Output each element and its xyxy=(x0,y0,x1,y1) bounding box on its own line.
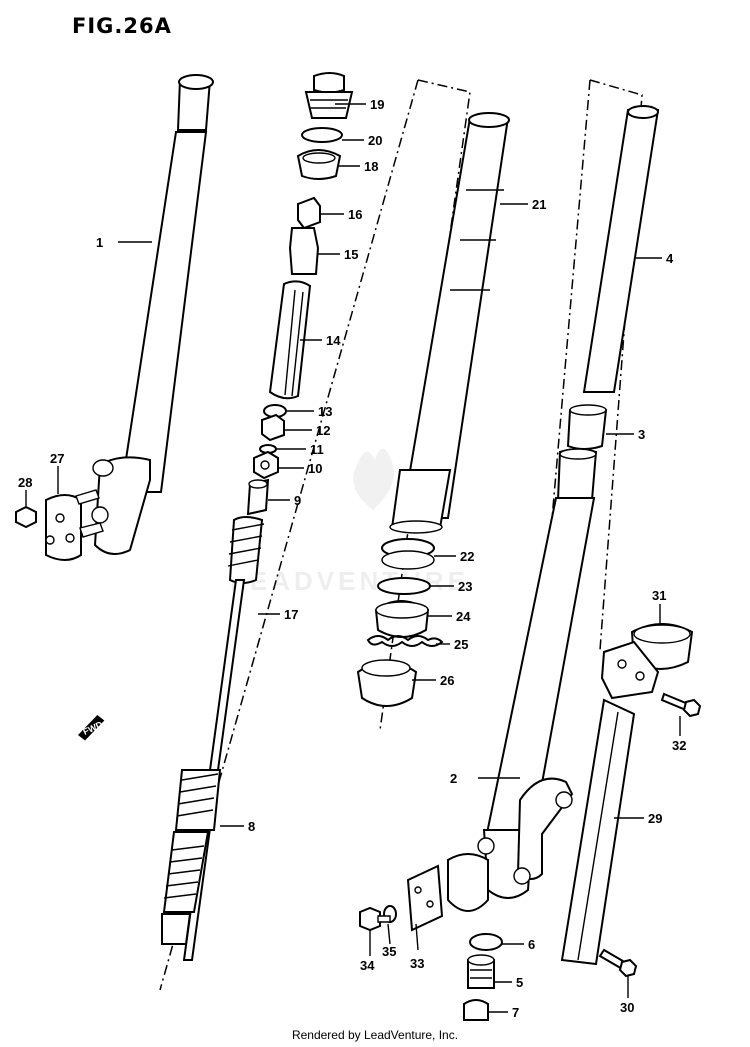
part-24-oil-seal xyxy=(374,600,430,638)
callout-11: 11 xyxy=(310,442,324,457)
callout-17: 17 xyxy=(284,607,298,622)
part-23-washer xyxy=(377,577,431,595)
part-21-inner-tube xyxy=(389,112,510,534)
callout-33: 33 xyxy=(410,956,424,971)
watermark: LEADVENTURE xyxy=(230,448,469,596)
part-4-inner-tube xyxy=(582,105,660,393)
part-25-stopper-ring xyxy=(366,635,444,647)
callout-4: 4 xyxy=(666,251,674,266)
part-32-bolt xyxy=(660,692,702,718)
callout-32: 32 xyxy=(672,738,686,753)
callout-31: 31 xyxy=(652,588,666,603)
callout-27: 27 xyxy=(50,451,64,466)
footer-credit: Rendered by LeadVenture, Inc. xyxy=(291,1028,459,1042)
callout-2: 2 xyxy=(450,771,457,786)
part-8-rebound-spring xyxy=(161,769,222,945)
leader-lines xyxy=(25,103,681,1013)
part-22-bushing xyxy=(381,538,435,570)
callout-16: 16 xyxy=(348,207,362,222)
callout-28: 28 xyxy=(18,475,32,490)
callout-30: 30 xyxy=(620,1000,634,1015)
part-10-nut xyxy=(253,450,279,480)
part-2-outer-tube xyxy=(447,448,598,912)
callout-5: 5 xyxy=(516,975,523,990)
part-16-nut xyxy=(297,196,321,230)
callout-7: 7 xyxy=(512,1005,519,1020)
callout-labels: 1 2 3 4 5 6 7 8 9 10 11 12 13 14 15 16 1… xyxy=(18,97,686,1020)
part-28-bolt xyxy=(15,505,37,529)
part-33-plate xyxy=(406,864,444,932)
callout-26: 26 xyxy=(440,673,454,688)
callout-22: 22 xyxy=(460,549,474,564)
callout-19: 19 xyxy=(370,97,384,112)
part-30-bolt xyxy=(598,948,638,978)
callout-3: 3 xyxy=(638,427,645,442)
part-14-spacer xyxy=(268,280,312,400)
part-5-drain-bolt xyxy=(467,954,495,989)
part-26-dust-seal xyxy=(356,659,418,707)
callout-13: 13 xyxy=(318,404,332,419)
callout-10: 10 xyxy=(308,461,322,476)
watermark-text: LEADVENTURE xyxy=(230,566,469,596)
part-9-valve xyxy=(246,478,270,516)
callout-9: 9 xyxy=(294,493,301,508)
part-1-outer-tube xyxy=(45,74,214,561)
part-18-washer xyxy=(296,149,342,180)
callout-23: 23 xyxy=(458,579,472,594)
callout-14: 14 xyxy=(326,333,341,348)
callout-34: 34 xyxy=(360,958,375,973)
callout-25: 25 xyxy=(454,637,468,652)
part-31-clamp xyxy=(600,623,694,700)
part-12-nut xyxy=(261,413,285,442)
part-19-cap-bolt xyxy=(304,72,354,119)
part-34-bolt xyxy=(359,906,391,932)
callout-35: 35 xyxy=(382,944,396,959)
callout-8: 8 xyxy=(248,819,255,834)
part-3-bushing xyxy=(566,404,608,450)
callout-29: 29 xyxy=(648,811,662,826)
fwd-marker: FWD xyxy=(78,714,105,741)
callout-21: 21 xyxy=(532,197,546,212)
callout-6: 6 xyxy=(528,937,535,952)
part-7-cap xyxy=(463,999,489,1021)
callout-15: 15 xyxy=(344,247,358,262)
part-29-guard xyxy=(560,698,636,966)
part-15-collar xyxy=(288,227,320,275)
callout-12: 12 xyxy=(316,423,330,438)
part-6-gasket xyxy=(469,933,503,951)
callout-1: 1 xyxy=(96,235,103,250)
callout-18: 18 xyxy=(364,159,378,174)
figure-title: FIG.26A xyxy=(72,14,172,38)
callout-24: 24 xyxy=(456,609,471,624)
part-20-o-ring xyxy=(301,127,343,143)
callout-20: 20 xyxy=(368,133,382,148)
